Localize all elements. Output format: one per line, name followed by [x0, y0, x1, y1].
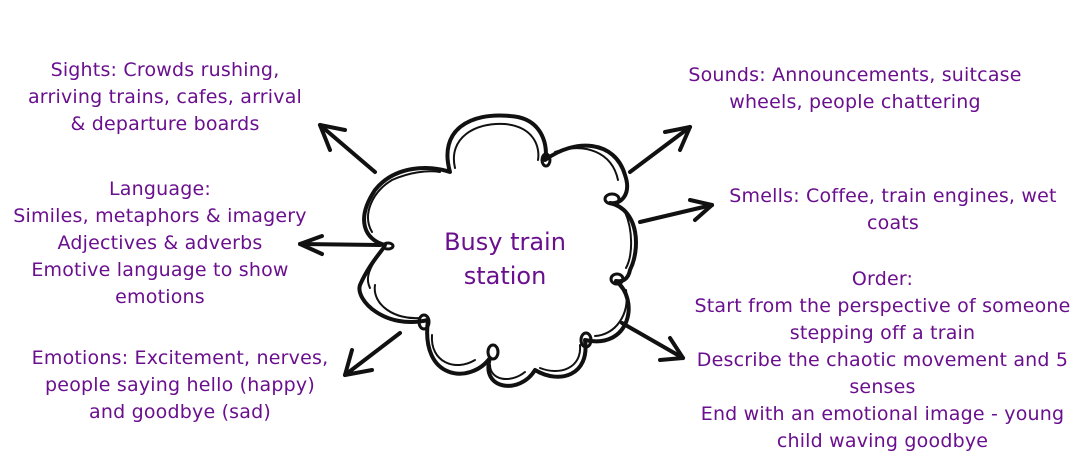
node-smells: Smells: Coffee, train engines, wet coats	[718, 183, 1068, 237]
node-line: coats	[866, 212, 920, 234]
node-line: stepping off a train	[789, 322, 976, 344]
node-line: Emotive language to show	[31, 259, 289, 281]
node-line: Language:	[109, 178, 211, 200]
node-line: Sounds: Announcements, suitcase	[688, 64, 1022, 86]
arrow-to-sounds	[628, 125, 692, 174]
node-sights: Sights: Crowds rushing, arriving trains,…	[15, 57, 315, 138]
node-line: Start from the perspective of someone	[694, 295, 1071, 317]
node-line: Smells: Coffee, train engines, wet	[729, 185, 1057, 207]
node-line: Order:	[851, 268, 914, 290]
node-line: child waving goodbye	[776, 430, 989, 452]
node-line: Similes, metaphors & imagery	[13, 205, 307, 227]
node-order: Order: Start from the perspective of som…	[690, 266, 1075, 455]
node-line: and goodbye (sad)	[88, 401, 272, 423]
node-line: arriving trains, cafes, arrival	[27, 86, 303, 108]
arrow-to-sights	[318, 123, 377, 174]
node-language: Language: Similes, metaphors & imagery A…	[5, 176, 315, 311]
node-line: senses	[849, 376, 916, 398]
cloud-shape	[357, 113, 638, 388]
node-line: emotions	[115, 286, 205, 308]
node-line: Adjectives & adverbs	[57, 232, 263, 254]
node-line: Describe the chaotic movement and 5	[696, 349, 1069, 371]
node-line: & departure boards	[70, 113, 260, 135]
node-line: End with an emotional image - young	[700, 403, 1065, 425]
node-emotions: Emotions: Excitement, nerves, people say…	[25, 345, 335, 426]
node-line: people saying hello (happy)	[45, 374, 315, 396]
node-line: Sights: Crowds rushing,	[50, 59, 280, 81]
node-sounds: Sounds: Announcements, suitcase wheels, …	[685, 62, 1025, 116]
arrow-to-order	[620, 321, 685, 362]
arrow-to-smells	[638, 198, 714, 224]
central-topic-line: station	[463, 262, 547, 290]
node-line: Emotions: Excitement, nerves,	[31, 347, 329, 369]
arrow-to-language	[298, 234, 382, 256]
arrow-to-emotions	[343, 331, 402, 377]
central-topic: Busy train station	[400, 225, 610, 293]
node-line: wheels, people chattering	[729, 91, 981, 113]
central-topic-line: Busy train	[444, 228, 566, 256]
